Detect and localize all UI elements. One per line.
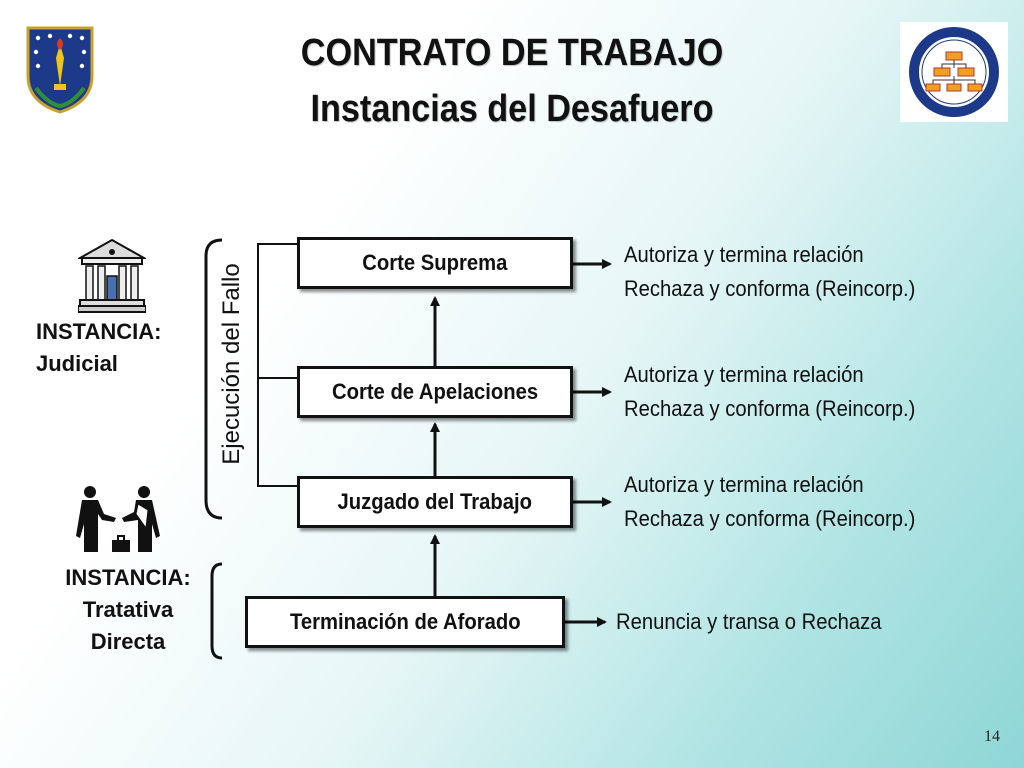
ejecucion-label: Ejecución del Fallo — [218, 263, 245, 465]
terminacion-results: Renuncia y transa o Rechaza — [616, 605, 905, 639]
corte-apelaciones-box: Corte de Apelaciones — [297, 366, 573, 418]
instance-tratativa-heading: INSTANCIA: — [65, 565, 191, 590]
result-autoriza: Autoriza y termina relación — [624, 362, 864, 387]
corte-apelaciones-label: Corte de Apelaciones — [331, 379, 539, 404]
corte-apelaciones-results: Autoriza y termina relación Rechaza y co… — [624, 358, 941, 426]
tratativa-brace — [210, 562, 223, 660]
circular-seal-logo — [900, 22, 1008, 122]
instance-judicial-name: Judicial — [36, 351, 118, 376]
ejecucion-bracket — [257, 243, 298, 487]
result-rechaza: Rechaza y conforma (Reincorp.) — [624, 276, 916, 301]
instance-tratativa: INSTANCIA: Tratativa Directa — [50, 562, 206, 658]
courthouse-icon — [76, 238, 148, 314]
page-number: 14 — [984, 728, 1000, 745]
result-rechaza: Rechaza y conforma (Reincorp.) — [624, 396, 916, 421]
university-shield-logo — [24, 24, 96, 114]
result-renuncia: Renuncia y transa o Rechaza — [616, 609, 882, 634]
result-rechaza: Rechaza y conforma (Reincorp.) — [624, 506, 916, 531]
terminacion-label: Terminación de Aforado — [289, 609, 521, 634]
result-autoriza: Autoriza y termina relación — [624, 472, 864, 497]
instance-judicial: INSTANCIA: Judicial — [36, 316, 161, 380]
handshake-icon — [76, 484, 162, 554]
instance-judicial-heading: INSTANCIA: — [36, 319, 162, 344]
instance-tratativa-name-2: Directa — [90, 629, 166, 654]
instance-tratativa-name-1: Tratativa — [82, 597, 174, 622]
title-line-2: Instancias del Desafuero — [310, 88, 714, 130]
terminacion-box: Terminación de Aforado — [245, 596, 565, 648]
juzgado-results: Autoriza y termina relación Rechaza y co… — [624, 468, 941, 536]
corte-suprema-results: Autoriza y termina relación Rechaza y co… — [624, 238, 941, 306]
corte-suprema-label: Corte Suprema — [362, 250, 508, 275]
title-line-1: CONTRATO DE TRABAJO — [300, 32, 724, 74]
result-autoriza: Autoriza y termina relación — [624, 242, 864, 267]
juzgado-box: Juzgado del Trabajo — [297, 476, 573, 528]
corte-suprema-box: Corte Suprema — [297, 237, 573, 289]
judicial-brace — [204, 238, 223, 520]
juzgado-label: Juzgado del Trabajo — [337, 489, 533, 514]
